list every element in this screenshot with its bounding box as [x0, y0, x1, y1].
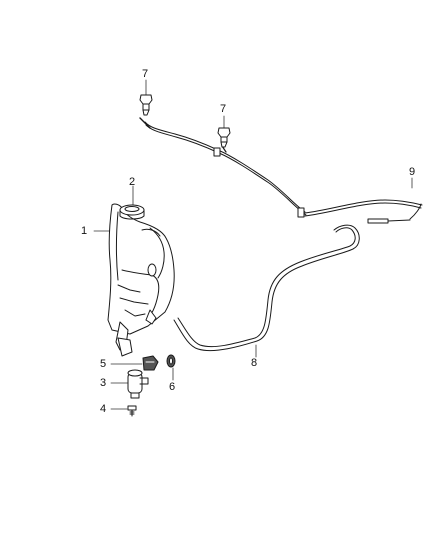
callout-7-left: 7 [142, 68, 149, 80]
callout-1: 1 [81, 225, 88, 237]
callout-5: 5 [100, 358, 107, 370]
callout-4: 4 [100, 403, 107, 415]
mounting-screw [127, 405, 137, 417]
washer-pump [127, 369, 149, 399]
callout-6: 6 [169, 381, 176, 393]
grommet [166, 354, 176, 368]
leader-lines [93, 79, 413, 410]
callout-9: 9 [409, 166, 416, 178]
washer-reservoir [107, 203, 175, 357]
washer-hose-upper [139, 117, 423, 224]
level-sensor [142, 355, 159, 371]
washer-nozzle-right [217, 127, 231, 148]
callout-2: 2 [129, 176, 136, 188]
callout-3: 3 [100, 377, 107, 389]
washer-nozzle-left [139, 94, 153, 116]
callout-8: 8 [251, 357, 258, 369]
callout-7-right: 7 [220, 103, 227, 115]
filler-cap [119, 204, 145, 220]
washer-hose-lower [173, 224, 360, 352]
